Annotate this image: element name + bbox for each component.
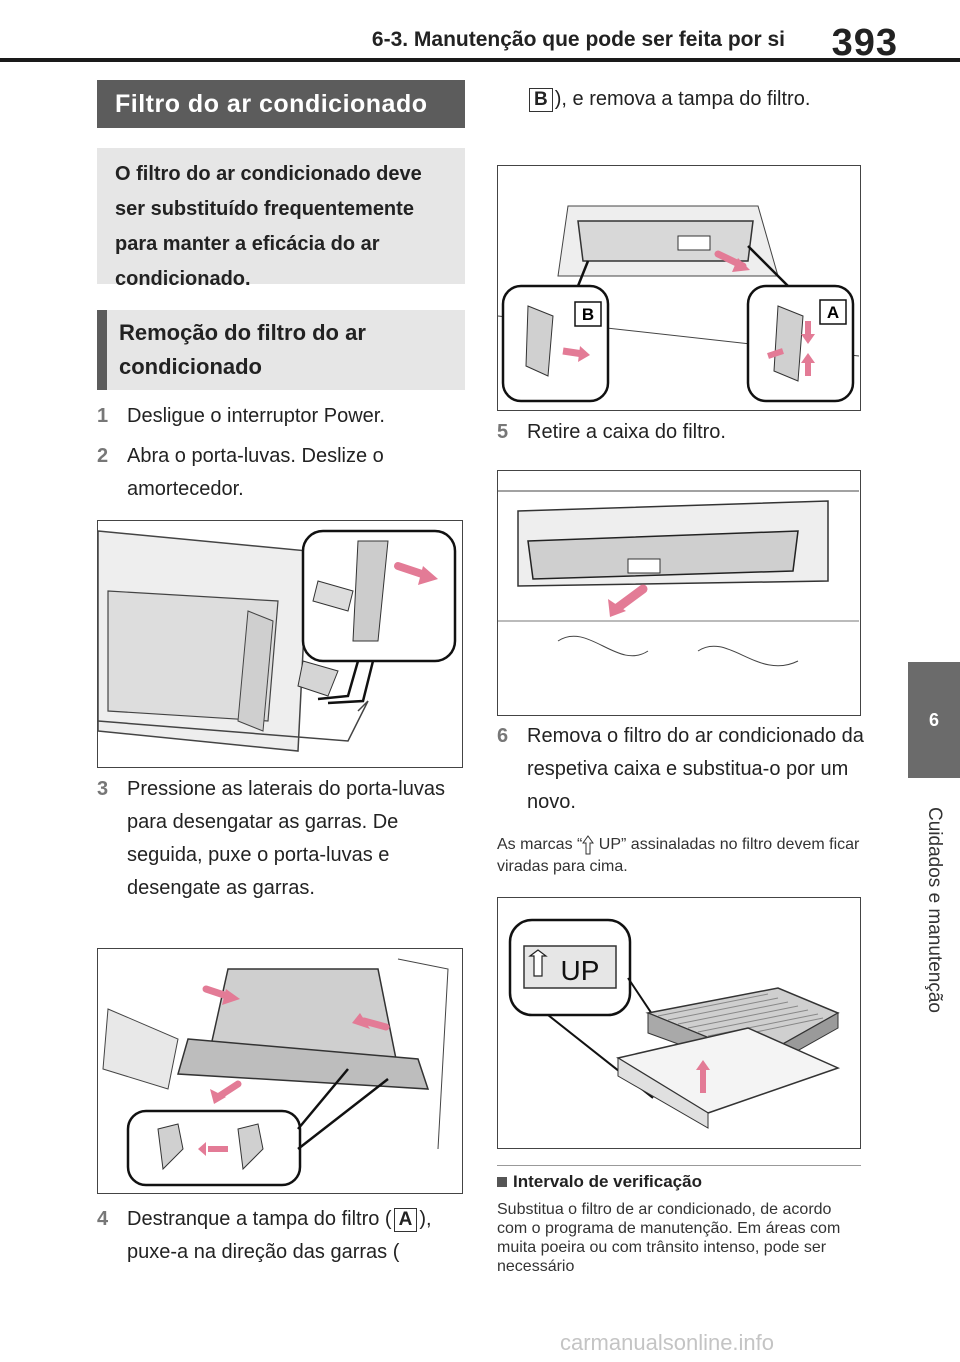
step-6: 6 Remova o filtro do ar condicionado da … xyxy=(497,720,867,819)
watermark: carmanualsonline.info xyxy=(560,1330,775,1355)
step-text: Destranque a tampa do filtro ( xyxy=(127,1208,392,1230)
step-4: 4 Destranque a tampa do filtro (A), puxe… xyxy=(97,1203,467,1269)
figure-glovebox-damper xyxy=(97,520,463,768)
step-3: 3 Pressione as laterais do porta-luvas p… xyxy=(97,773,467,905)
step-number: 1 xyxy=(97,405,109,427)
main-title: Filtro do ar condicionado xyxy=(97,80,465,128)
check-body: Substitua o filtro de ar condicionado, d… xyxy=(497,1201,841,1275)
step-2: 2 Abra o porta-luvas. Deslize o amortece… xyxy=(97,440,437,506)
figure-new-filter: UP xyxy=(497,897,861,1149)
header-rule xyxy=(0,58,960,62)
callout-label-a: A xyxy=(827,303,839,322)
step-text: ), puxe-a na direção das garras ( xyxy=(127,1208,432,1263)
step-1: 1 Desligue o interruptor Power. xyxy=(97,400,467,433)
step-5: 5 Retire a caixa do filtro. xyxy=(497,416,867,449)
up-mark-note: As marcas “ UP” assinaladas no filtro de… xyxy=(497,834,860,875)
figure-filter-cover: B A xyxy=(497,165,861,411)
label-b-key: B xyxy=(529,88,553,112)
up-label: UP xyxy=(561,955,600,986)
step-text: ), e remova a tampa do filtro. xyxy=(554,88,811,110)
chapter-tab[interactable]: 6 xyxy=(908,662,960,778)
step-text: Retire a caixa do filtro. xyxy=(527,421,726,443)
step-number: 4 xyxy=(97,1208,109,1230)
page-number: 393 xyxy=(831,22,898,64)
step-text: Pressione as laterais do porta-luvas par… xyxy=(127,778,445,899)
step-number: 6 xyxy=(497,725,509,747)
divider xyxy=(497,1165,861,1166)
step-number: 2 xyxy=(97,445,109,467)
square-bullet-icon xyxy=(497,1177,507,1187)
intro-box: O filtro do ar condicionado deve ser sub… xyxy=(97,148,465,290)
step-text: Abra o porta-luvas. Deslize o amortecedo… xyxy=(127,445,384,500)
figure-glovebox-claws xyxy=(97,948,463,1194)
label-a-key: A xyxy=(393,1208,418,1232)
section-title: 6-3. Manutenção que pode ser feita por s… xyxy=(371,28,785,51)
up-arrow-icon xyxy=(582,834,595,855)
subheading: Remoção do filtro do ar condicionado xyxy=(97,310,465,390)
figure-filter-case xyxy=(497,470,861,716)
step-number: 5 xyxy=(497,421,509,443)
check-heading: Intervalo de verificação xyxy=(497,1172,702,1192)
step-number: 3 xyxy=(97,778,109,800)
step-text: Remova o filtro do ar condicionado da re… xyxy=(527,725,864,813)
callout-label-b: B xyxy=(582,305,594,324)
step-text: Desligue o interruptor Power. xyxy=(127,405,385,427)
chapter-label: Cuidados e manutenção xyxy=(924,807,945,1013)
step-4-continued: B), e remova a tampa do filtro. xyxy=(497,83,867,116)
